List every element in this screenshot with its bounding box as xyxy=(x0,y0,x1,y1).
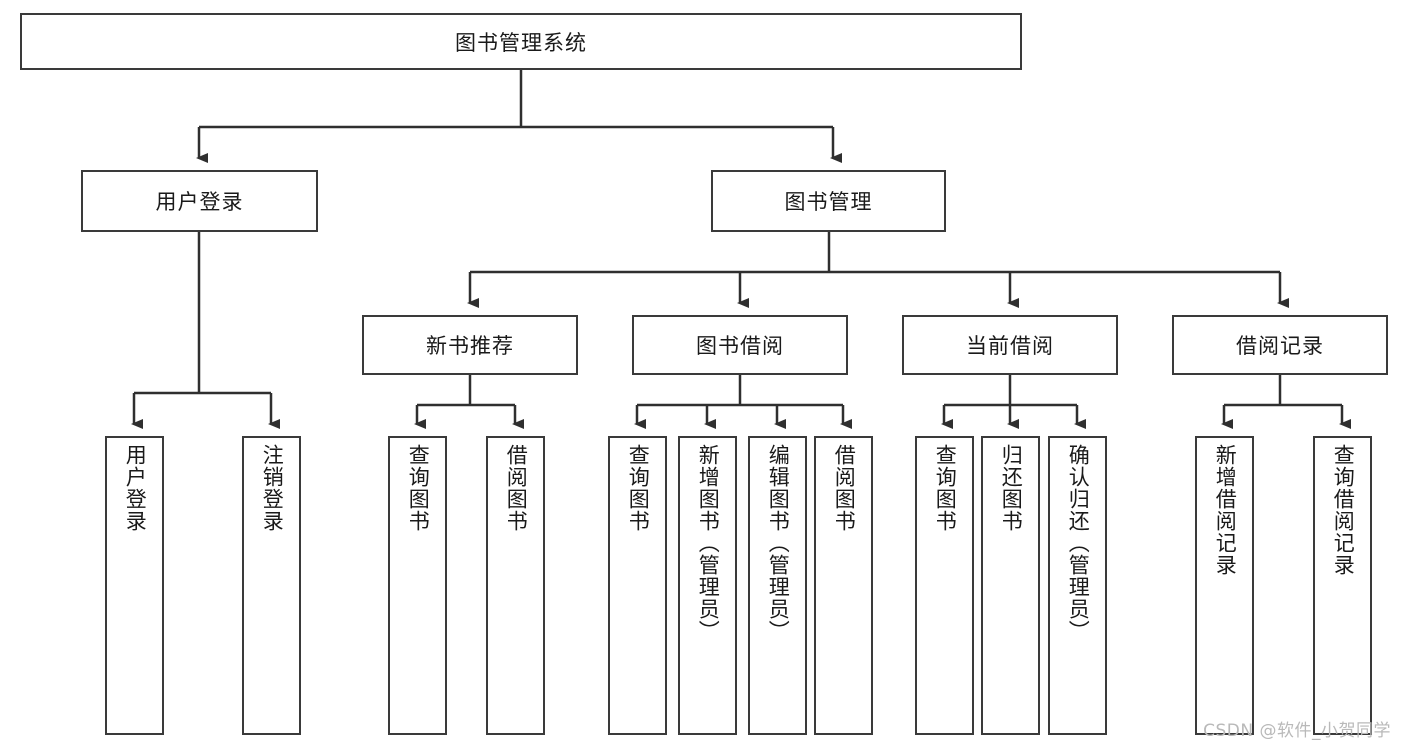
leaf-borrow-book-2-label: 借阅图书 xyxy=(832,444,857,532)
leaf-edit-book-label: 编辑图书（管理员） xyxy=(766,444,791,642)
leaf-query-book-2[interactable]: 查询图书 xyxy=(608,436,667,735)
node-new-book-recommend[interactable]: 新书推荐 xyxy=(362,315,578,375)
node-book-manage[interactable]: 图书管理 xyxy=(711,170,946,232)
leaf-query-book-2-label: 查询图书 xyxy=(626,444,651,532)
leaf-borrow-book-2[interactable]: 借阅图书 xyxy=(814,436,873,735)
leaf-user-logout[interactable]: 注销登录 xyxy=(242,436,301,735)
leaf-edit-book[interactable]: 编辑图书（管理员） xyxy=(748,436,807,735)
leaf-query-record-label: 查询借阅记录 xyxy=(1331,444,1356,576)
node-root-label: 图书管理系统 xyxy=(455,30,587,55)
leaf-add-record[interactable]: 新增借阅记录 xyxy=(1195,436,1254,735)
node-borrow-record[interactable]: 借阅记录 xyxy=(1172,315,1388,375)
node-user-login[interactable]: 用户登录 xyxy=(81,170,318,232)
leaf-add-record-label: 新增借阅记录 xyxy=(1213,444,1238,576)
leaf-borrow-book-1[interactable]: 借阅图书 xyxy=(486,436,545,735)
node-root[interactable]: 图书管理系统 xyxy=(20,13,1022,70)
node-current-borrow-label: 当前借阅 xyxy=(966,334,1054,358)
leaf-confirm-return[interactable]: 确认归还（管理员） xyxy=(1048,436,1107,735)
node-book-borrow[interactable]: 图书借阅 xyxy=(632,315,848,375)
leaf-add-book-label: 新增图书（管理员） xyxy=(696,444,721,642)
leaf-user-login[interactable]: 用户登录 xyxy=(105,436,164,735)
leaf-add-book[interactable]: 新增图书（管理员） xyxy=(678,436,737,735)
node-borrow-record-label: 借阅记录 xyxy=(1236,334,1324,358)
node-current-borrow[interactable]: 当前借阅 xyxy=(902,315,1118,375)
leaf-return-book-label: 归还图书 xyxy=(999,444,1024,532)
leaf-borrow-book-1-label: 借阅图书 xyxy=(504,444,529,532)
leaf-confirm-return-label: 确认归还（管理员） xyxy=(1066,444,1091,642)
leaf-query-record[interactable]: 查询借阅记录 xyxy=(1313,436,1372,735)
leaf-query-book-1-label: 查询图书 xyxy=(406,444,431,532)
node-book-manage-label: 图书管理 xyxy=(784,190,873,214)
node-user-login-label: 用户登录 xyxy=(155,190,244,214)
csdn-watermark: CSDN @软件_小贺同学 xyxy=(1203,721,1391,741)
node-book-borrow-label: 图书借阅 xyxy=(696,334,784,358)
node-new-book-recommend-label: 新书推荐 xyxy=(426,334,514,358)
leaf-return-book[interactable]: 归还图书 xyxy=(981,436,1040,735)
leaf-query-book-1[interactable]: 查询图书 xyxy=(388,436,447,735)
leaf-query-book-3[interactable]: 查询图书 xyxy=(915,436,974,735)
leaf-query-book-3-label: 查询图书 xyxy=(933,444,958,532)
leaf-user-logout-label: 注销登录 xyxy=(260,444,285,532)
leaf-user-login-label: 用户登录 xyxy=(123,444,148,532)
